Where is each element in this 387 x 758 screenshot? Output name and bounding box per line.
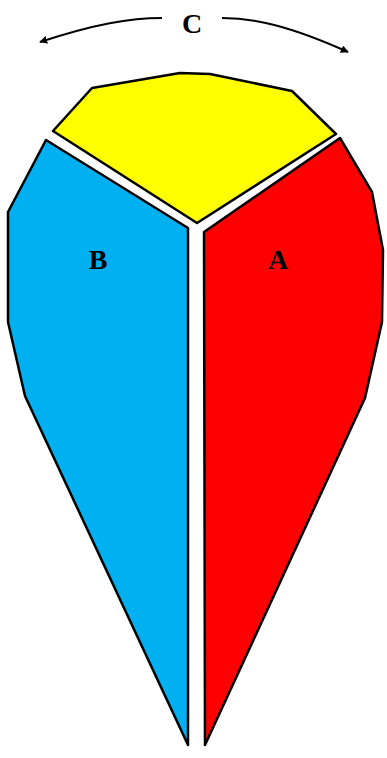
bracket-arrow xyxy=(222,18,348,52)
region-shape: B xyxy=(8,138,190,747)
region-shape: A xyxy=(204,136,384,747)
region-letter: B xyxy=(89,246,108,274)
region-letter: A xyxy=(268,246,288,274)
region-outline xyxy=(8,138,190,747)
region-label: C xyxy=(182,10,202,38)
region-polygon xyxy=(8,140,188,745)
region-polygon xyxy=(204,138,383,745)
bracket-arrow xyxy=(40,18,162,42)
region-outline xyxy=(204,136,384,747)
